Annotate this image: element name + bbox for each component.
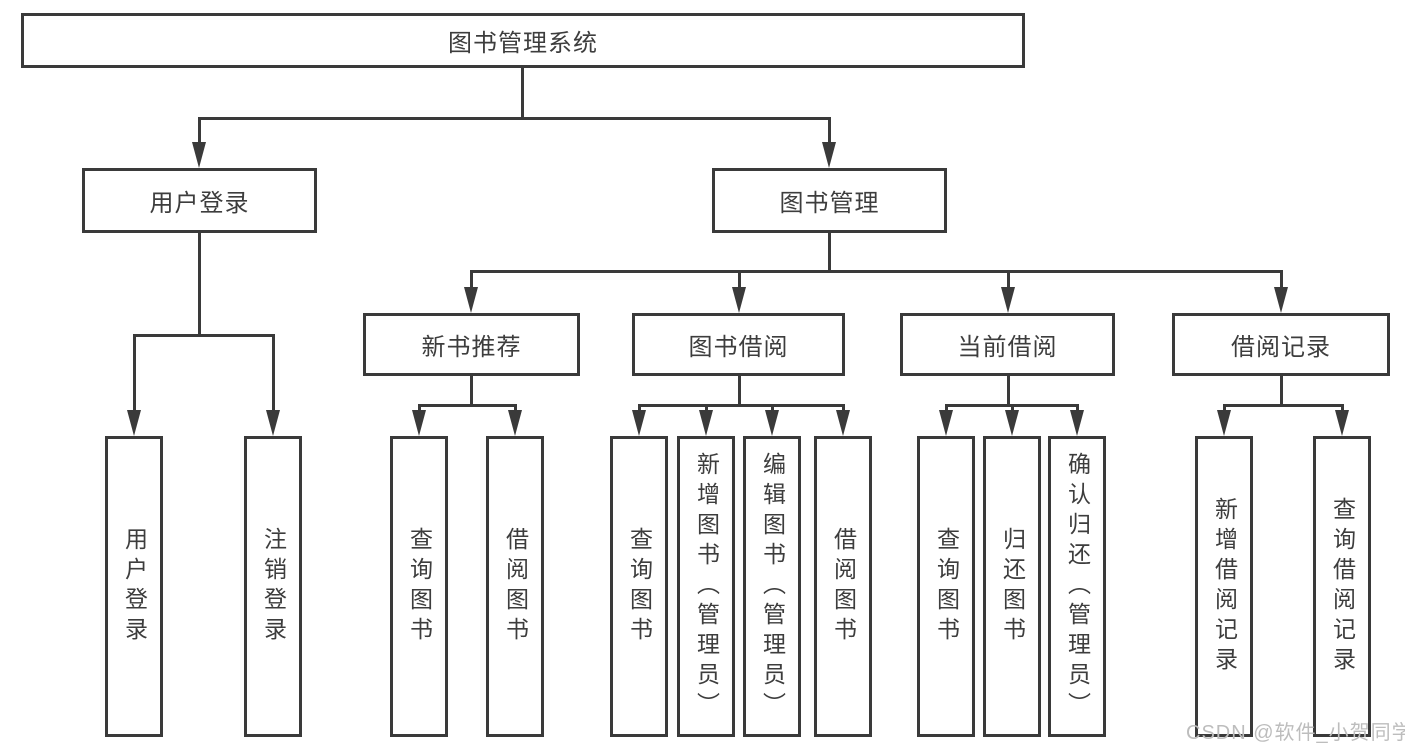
connector-line <box>418 404 517 407</box>
leaf-confirm-return-admin: 确认归还（管理员） <box>1048 436 1106 737</box>
arrow-down-icon <box>939 410 953 436</box>
node-borrowing-records: 借阅记录 <box>1172 313 1390 376</box>
leaf-query-books-current: 查询图书 <box>917 436 975 737</box>
node-book-borrowing: 图书借阅 <box>632 313 845 376</box>
leaf-label: 用户登录 <box>121 526 148 647</box>
connector-line <box>198 117 831 120</box>
leaf-borrow-books: 借阅图书 <box>814 436 872 737</box>
connector-line <box>272 334 275 416</box>
leaf-label: 查询图书 <box>933 526 960 647</box>
connector-line <box>470 270 473 298</box>
connector-line <box>1007 270 1010 298</box>
leaf-add-books-admin: 新增图书（管理员） <box>677 436 735 737</box>
leaf-label: 编辑图书（管理员） <box>759 451 786 722</box>
leaf-label: 借阅图书 <box>502 526 529 647</box>
leaf-label: 查询图书 <box>406 526 433 647</box>
connector-line <box>521 68 524 119</box>
connector-line <box>1007 376 1010 407</box>
node-user-login: 用户登录 <box>82 168 317 233</box>
leaf-borrow-books-recommend: 借阅图书 <box>486 436 544 737</box>
connector-line <box>828 233 831 273</box>
arrow-down-icon <box>1274 287 1288 313</box>
arrow-down-icon <box>822 142 836 168</box>
leaf-logout-login: 注销登录 <box>244 436 302 737</box>
arrow-down-icon <box>632 410 646 436</box>
leaf-label: 查询图书 <box>626 526 653 647</box>
arrow-down-icon <box>1001 287 1015 313</box>
connector-line <box>470 376 473 407</box>
watermark: CSDN @软件_小贺同学 <box>1186 722 1405 744</box>
leaf-label: 注销登录 <box>260 526 287 647</box>
node-label: 用户登录 <box>149 190 250 217</box>
node-book-management: 图书管理 <box>712 168 947 233</box>
arrow-down-icon <box>765 410 779 436</box>
leaf-label: 新增图书（管理员） <box>693 451 720 722</box>
node-label: 借阅记录 <box>1231 334 1331 361</box>
leaf-add-borrow-record: 新增借阅记录 <box>1195 436 1253 737</box>
arrow-down-icon <box>412 410 426 436</box>
leaf-label: 归还图书 <box>999 526 1026 647</box>
connector-line <box>1280 376 1283 407</box>
connector-line <box>133 334 275 337</box>
connector-line <box>133 334 136 416</box>
connector-line <box>198 233 201 337</box>
leaf-label: 查询借阅记录 <box>1329 496 1356 677</box>
arrow-down-icon <box>192 142 206 168</box>
leaf-query-books-recommend: 查询图书 <box>390 436 448 737</box>
arrow-down-icon <box>699 410 713 436</box>
connector-line <box>1280 270 1283 298</box>
connector-line <box>738 376 741 407</box>
arrow-down-icon <box>464 287 478 313</box>
leaf-query-books-borrowing: 查询图书 <box>610 436 668 737</box>
connector-line <box>945 404 1079 407</box>
node-current-borrowing: 当前借阅 <box>900 313 1115 376</box>
node-label: 新书推荐 <box>421 334 522 361</box>
leaf-query-borrow-record: 查询借阅记录 <box>1313 436 1371 737</box>
arrow-down-icon <box>732 287 746 313</box>
arrow-down-icon <box>127 410 141 436</box>
arrow-down-icon <box>1335 410 1349 436</box>
connector-line <box>638 404 845 407</box>
arrow-down-icon <box>836 410 850 436</box>
arrow-down-icon <box>266 410 280 436</box>
node-label: 图书管理 <box>779 190 880 217</box>
node-label: 图书管理系统 <box>448 30 598 57</box>
node-label: 图书借阅 <box>688 334 789 361</box>
connector-line <box>470 270 1283 273</box>
connector-line <box>738 270 741 298</box>
leaf-label: 借阅图书 <box>830 526 857 647</box>
leaf-label: 确认归还（管理员） <box>1064 451 1091 722</box>
leaf-edit-books-admin: 编辑图书（管理员） <box>743 436 801 737</box>
arrow-down-icon <box>1005 410 1019 436</box>
leaf-user-login: 用户登录 <box>105 436 163 737</box>
leaf-label: 新增借阅记录 <box>1211 496 1238 677</box>
connector-line <box>1223 404 1344 407</box>
node-label: 当前借阅 <box>957 334 1058 361</box>
connector-line <box>828 117 831 153</box>
leaf-return-books: 归还图书 <box>983 436 1041 737</box>
arrow-down-icon <box>1217 410 1231 436</box>
node-library-management-system: 图书管理系统 <box>21 13 1025 68</box>
node-new-book-recommendation: 新书推荐 <box>363 313 580 376</box>
arrow-down-icon <box>1070 410 1084 436</box>
arrow-down-icon <box>508 410 522 436</box>
connector-line <box>198 117 201 153</box>
